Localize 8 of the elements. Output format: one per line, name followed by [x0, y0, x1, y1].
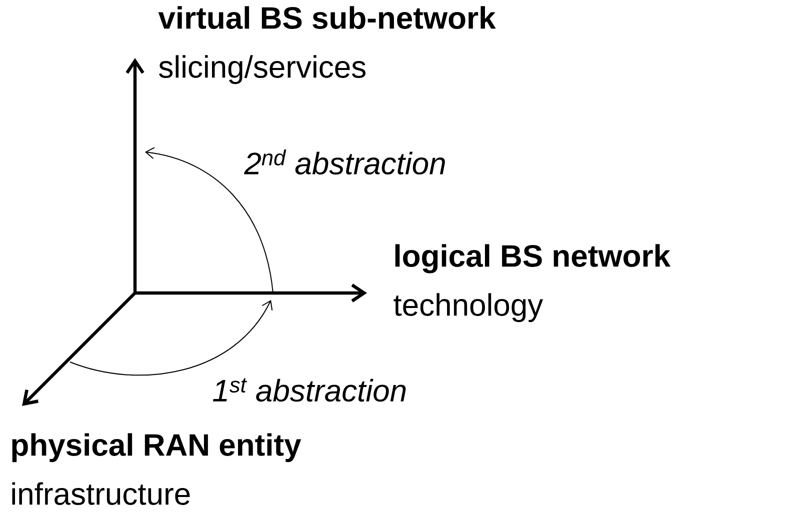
axis-subtitle: slicing/services	[159, 55, 366, 84]
axis-subtitle: infrastructure	[12, 482, 190, 505]
axis-title: virtual BS sub-network	[158, 6, 496, 29]
axis-title: physical RAN entity	[12, 433, 302, 462]
abstraction-label: 2$^{nd}$ abstraction	[244, 149, 445, 175]
axis-title: logical BS network	[395, 244, 671, 274]
axis-subtitle: technology	[394, 293, 544, 322]
abstraction-label: 1$^{st}$ abstraction	[213, 378, 406, 402]
